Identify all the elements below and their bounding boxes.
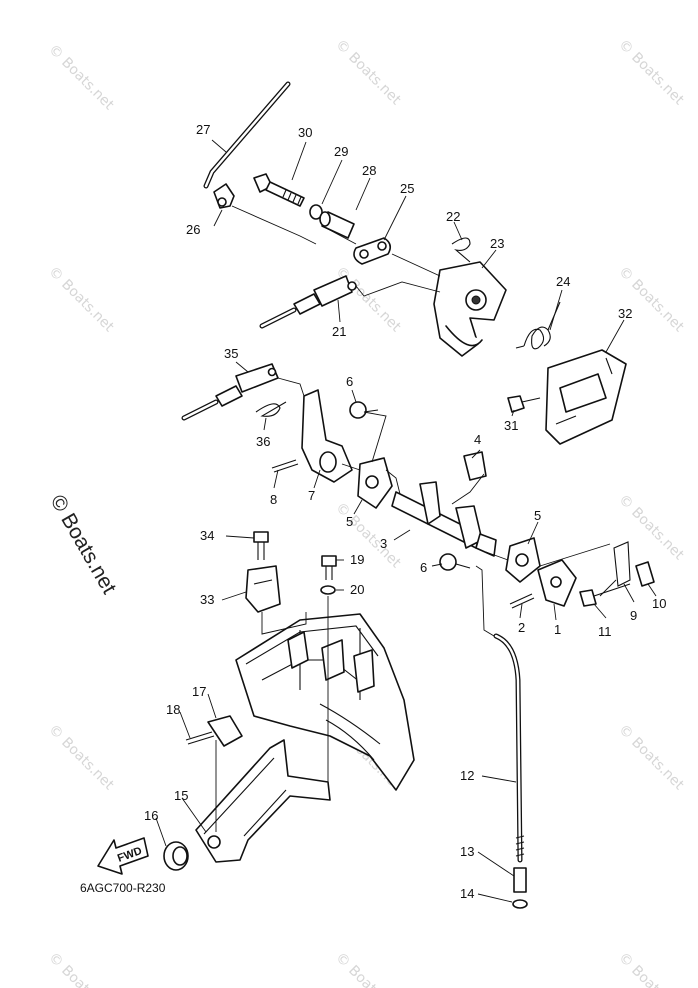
callout-21: 21 bbox=[332, 324, 346, 339]
part-24-spring bbox=[515, 301, 561, 350]
callout-15: 15 bbox=[174, 788, 188, 803]
part-21-cable-joint bbox=[259, 275, 357, 329]
part-17-clip bbox=[207, 715, 243, 747]
callout-35: 35 bbox=[224, 346, 238, 361]
watermark: © Boats.net bbox=[45, 722, 117, 794]
part-34-bolt bbox=[253, 531, 269, 560]
engine-housing bbox=[235, 613, 415, 791]
callout-25: 25 bbox=[400, 181, 414, 196]
watermark: © Boats.net bbox=[615, 264, 687, 336]
callout-6: 6 bbox=[420, 560, 427, 575]
callout-19: 19 bbox=[350, 552, 364, 567]
callout-5: 5 bbox=[534, 508, 541, 523]
part-19-screw bbox=[321, 555, 337, 580]
watermark: © Boats.net bbox=[615, 722, 687, 794]
part-31-bolt bbox=[507, 395, 541, 413]
callout-33: 33 bbox=[200, 592, 214, 607]
part-6-screw bbox=[439, 553, 471, 571]
part-18-pin bbox=[185, 731, 215, 745]
part-7-lever bbox=[301, 389, 353, 483]
callout-29: 29 bbox=[334, 144, 348, 159]
part-11-bolt bbox=[579, 583, 631, 607]
part-1-bracket bbox=[537, 559, 577, 607]
part-32-bracket bbox=[545, 349, 627, 445]
part-26-joint bbox=[213, 183, 235, 209]
callout-14: 14 bbox=[460, 886, 474, 901]
watermark: © Boats.net bbox=[615, 492, 687, 564]
part-25-link-plate bbox=[353, 237, 392, 265]
callout-10: 10 bbox=[652, 596, 666, 611]
part-14-nut bbox=[512, 899, 528, 909]
part-15-bracket bbox=[195, 739, 331, 863]
watermark: © Boats.net bbox=[332, 500, 404, 572]
callout-16: 16 bbox=[144, 808, 158, 823]
callout-20: 20 bbox=[350, 582, 364, 597]
watermark: © Boats.net bbox=[45, 950, 117, 988]
part-12-shift-rod bbox=[493, 633, 525, 863]
watermark: © Boats.net bbox=[332, 950, 404, 988]
part-5-collar bbox=[505, 537, 541, 583]
callout-31: 31 bbox=[504, 418, 518, 433]
callout-3: 3 bbox=[380, 536, 387, 551]
leader-lines bbox=[155, 139, 657, 903]
callout-34: 34 bbox=[200, 528, 214, 543]
callout-26: 26 bbox=[186, 222, 200, 237]
callout-6: 6 bbox=[346, 374, 353, 389]
part-13-coupler bbox=[513, 867, 527, 893]
part-22-clip bbox=[451, 237, 471, 263]
callout-36: 36 bbox=[256, 434, 270, 449]
part-5-collar bbox=[357, 457, 393, 509]
part-8-pin bbox=[271, 459, 299, 473]
part-27-rod bbox=[203, 81, 291, 189]
part-33-bracket bbox=[245, 565, 281, 613]
callout-18: 18 bbox=[166, 702, 180, 717]
callout-13: 13 bbox=[460, 844, 474, 859]
part-9-plate bbox=[613, 541, 631, 587]
part-30-bolt bbox=[253, 173, 305, 207]
callout-22: 22 bbox=[446, 209, 460, 224]
part-6-screw bbox=[349, 401, 379, 419]
part-20-washer bbox=[320, 585, 336, 595]
diagram-code: 6AGC700-R230 bbox=[80, 881, 166, 895]
part-35-cable-joint bbox=[181, 363, 279, 421]
part-4-clip bbox=[463, 451, 487, 481]
part-2-pin bbox=[509, 593, 535, 609]
callout-labels: 27 30 29 28 25 26 22 23 24 32 21 35 6 31… bbox=[144, 122, 666, 901]
part-3-shaft bbox=[391, 481, 497, 557]
callout-28: 28 bbox=[362, 163, 376, 178]
callout-2: 2 bbox=[518, 620, 525, 635]
callout-24: 24 bbox=[556, 274, 570, 289]
callout-9: 9 bbox=[630, 608, 637, 623]
callout-17: 17 bbox=[192, 684, 206, 699]
part-29-washer bbox=[309, 204, 323, 220]
watermark: © Boats.net bbox=[332, 37, 404, 109]
watermark: © Boats.net bbox=[615, 950, 687, 988]
watermark: © Boats.net bbox=[45, 42, 117, 114]
part-10-plate bbox=[635, 561, 655, 587]
callout-1: 1 bbox=[554, 622, 561, 637]
part-16-grommet bbox=[163, 841, 189, 871]
callout-8: 8 bbox=[270, 492, 277, 507]
callout-27: 27 bbox=[196, 122, 210, 137]
part-28-collar bbox=[319, 211, 355, 239]
callout-4: 4 bbox=[474, 432, 481, 447]
callout-30: 30 bbox=[298, 125, 312, 140]
fwd-arrow-icon: FWD bbox=[97, 837, 149, 875]
callout-11: 11 bbox=[598, 624, 612, 639]
watermark-large: © Boats.net bbox=[46, 491, 121, 598]
callout-5: 5 bbox=[346, 514, 353, 529]
watermark: © Boats.net bbox=[45, 264, 117, 336]
assembly-lines bbox=[215, 205, 617, 832]
callout-12: 12 bbox=[460, 768, 474, 783]
callout-7: 7 bbox=[308, 488, 315, 503]
watermark: © Boats.net bbox=[615, 37, 687, 109]
part-23-cam bbox=[433, 261, 507, 357]
part-36-clip bbox=[255, 401, 287, 417]
callout-23: 23 bbox=[490, 236, 504, 251]
callout-32: 32 bbox=[618, 306, 632, 321]
